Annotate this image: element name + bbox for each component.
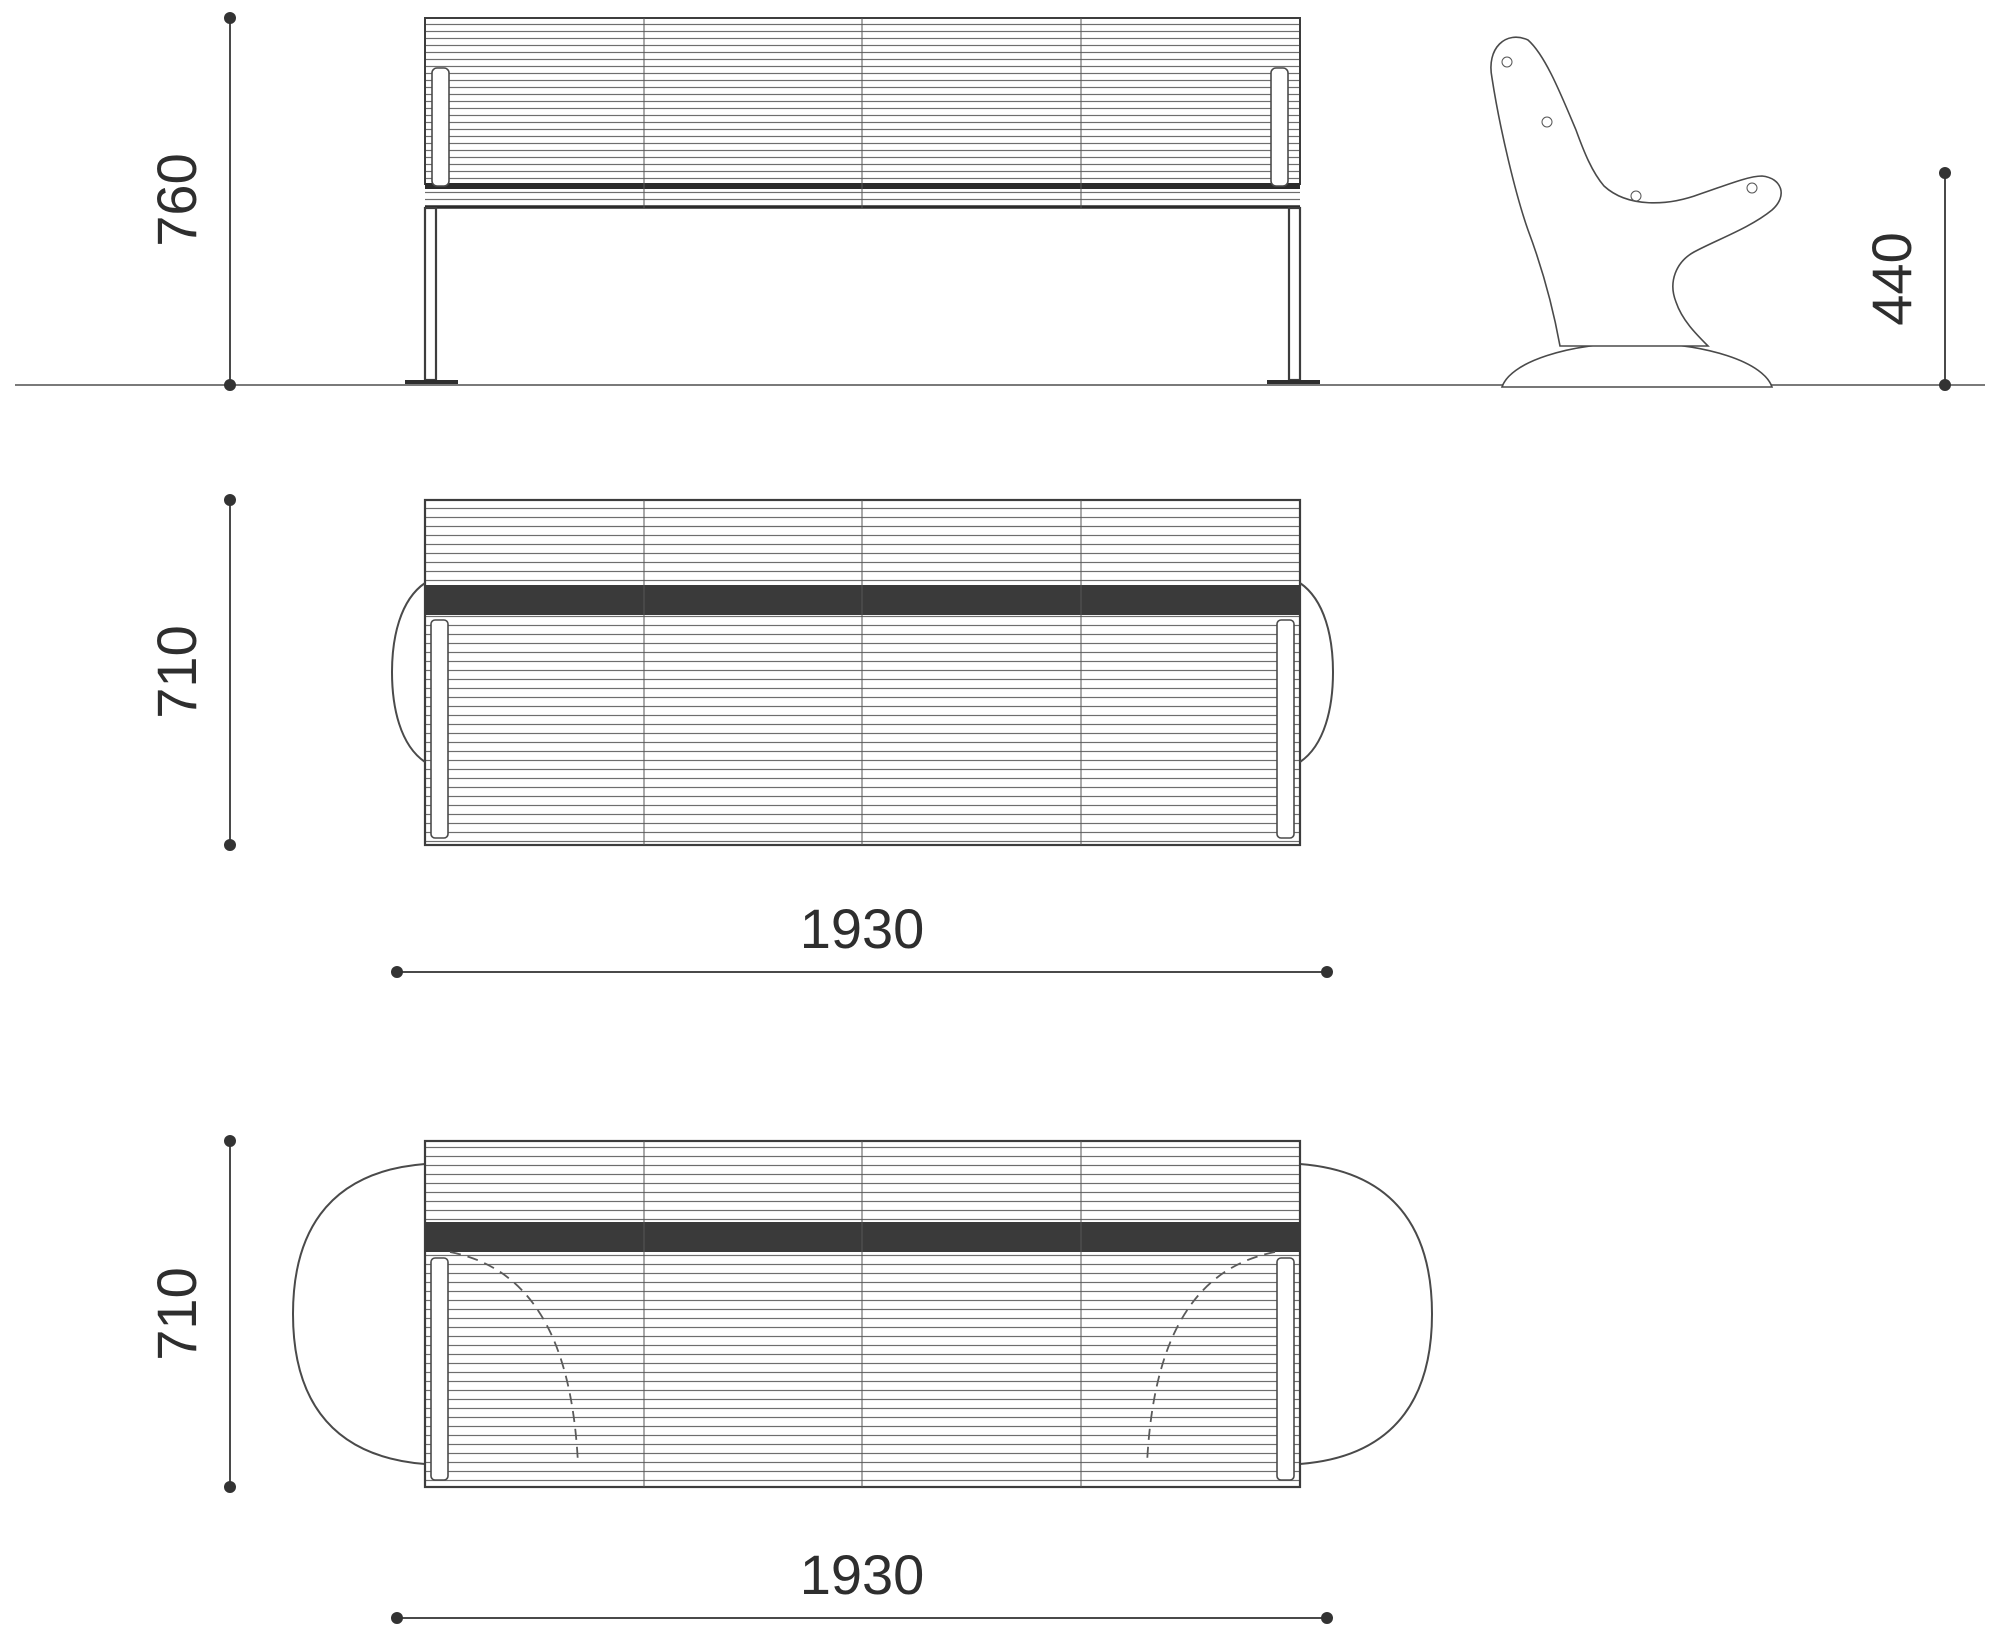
- plan-mid-end-frame-left: [430, 619, 449, 839]
- dimension-depth-mid: 710: [145, 494, 236, 851]
- plan-bottom-hidden-curve-right: [1146, 1251, 1276, 1465]
- front-leg-right: [1287, 206, 1302, 382]
- front-end-post-right: [1270, 67, 1289, 187]
- plan-bottom-armrest-loop-right: [1299, 1163, 1434, 1465]
- front-end-post-left: [431, 67, 450, 187]
- dim-label-1930-mid: 1930: [800, 897, 925, 960]
- dim-label-710-bottom: 710: [145, 1267, 208, 1360]
- plan-mid-end-frame-right: [1276, 619, 1295, 839]
- dimension-depth-bottom: 710: [145, 1135, 236, 1493]
- dimension-seat-height: 440: [1860, 167, 1951, 391]
- dimension-width-bottom: 1930: [391, 1543, 1333, 1624]
- dim-label-1930-bottom: 1930: [800, 1543, 925, 1606]
- side-profile-base: [1500, 342, 1774, 388]
- dim-label-760: 760: [145, 153, 208, 246]
- dim-label-710-mid: 710: [145, 625, 208, 718]
- dim-label-440: 440: [1860, 232, 1923, 325]
- plan-bottom-end-frame-right: [1276, 1257, 1295, 1481]
- side-profile-body: [1490, 36, 1782, 347]
- plan-bottom-end-frame-left: [430, 1257, 449, 1481]
- front-elevation-view: [405, 17, 1320, 384]
- side-bolt-hole-4: [1746, 182, 1758, 194]
- side-bolt-hole-3: [1630, 190, 1642, 202]
- dimension-overall-height: 760: [145, 12, 236, 391]
- plan-view-mid: [390, 498, 1335, 847]
- plan-bottom-hidden-curve-left: [449, 1251, 579, 1465]
- plan-view-bottom: [291, 1139, 1434, 1489]
- side-bolt-hole-2: [1541, 116, 1553, 128]
- side-bolt-hole-1: [1501, 56, 1513, 68]
- plan-bottom-armrest-loop-left: [291, 1163, 426, 1465]
- plan-mid-armrest-right: [1299, 582, 1335, 763]
- dimension-width-mid: 1930: [391, 897, 1333, 978]
- side-profile-view: [1490, 36, 1782, 388]
- front-leg-left: [423, 206, 438, 382]
- plan-mid-armrest-left: [390, 582, 426, 763]
